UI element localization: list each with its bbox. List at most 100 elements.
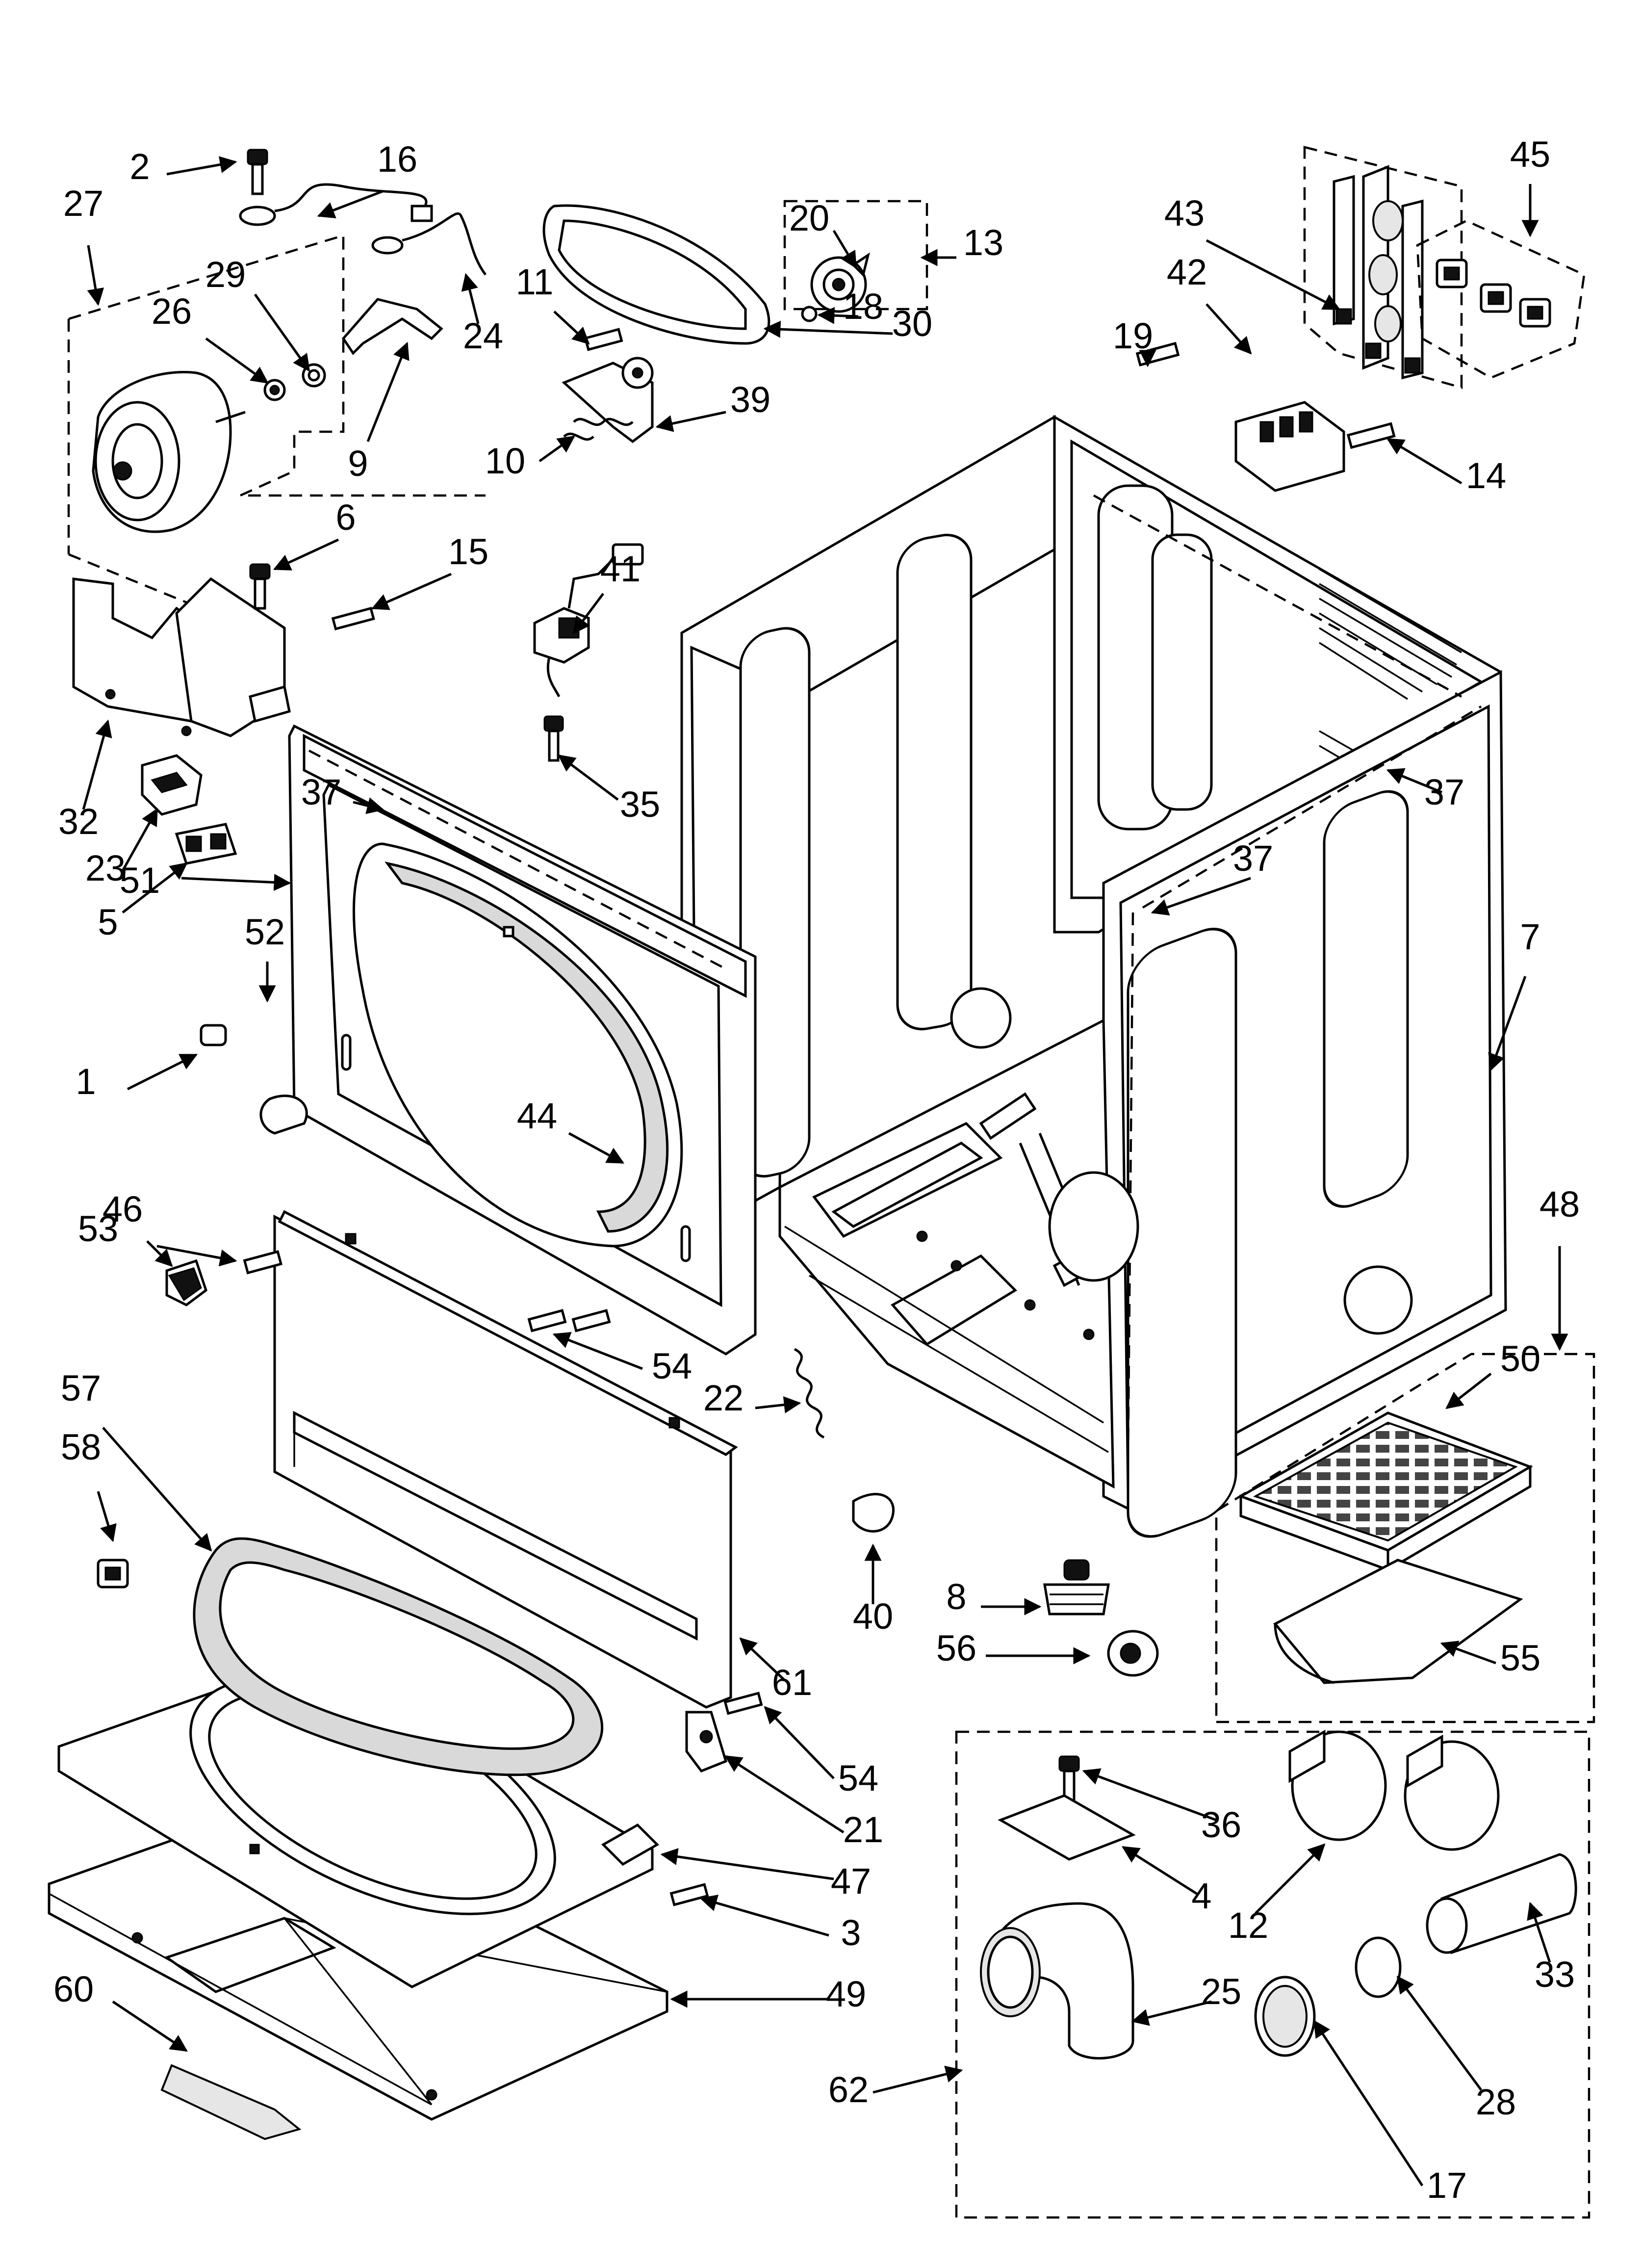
leader-arrow-15 [371, 573, 452, 610]
part-label-21: 21 [843, 1809, 883, 1850]
part-label-13: 13 [963, 222, 1003, 263]
part-label-19: 19 [1113, 315, 1153, 356]
leader-arrows [82, 156, 1568, 2187]
part-label-23: 23 [85, 848, 126, 888]
part-label-25: 25 [1201, 1971, 1241, 2012]
part-label-5: 5 [98, 902, 118, 942]
part-label-4: 4 [1191, 1876, 1211, 1916]
leader-arrow-22 [755, 1396, 801, 1413]
leader-arrow-62 [872, 2065, 963, 2094]
leader-arrow-37 [1151, 877, 1251, 916]
part-label-53: 53 [78, 1208, 118, 1249]
part-label-58: 58 [61, 1427, 101, 1467]
part-label-37: 37 [1424, 772, 1464, 812]
lint-screen-assembly [1215, 1353, 1595, 1723]
leader-arrow-58 [97, 1491, 117, 1542]
leader-arrow-50 [1445, 1373, 1492, 1409]
terminal-block [1234, 401, 1345, 492]
leader-arrow-57 [102, 1427, 212, 1552]
leader-arrow-3 [699, 1894, 829, 1937]
motor-mount [72, 577, 291, 737]
leader-arrow-61 [739, 1637, 786, 1681]
part-label-57: 57 [61, 1368, 101, 1408]
part-label-55: 55 [1500, 1638, 1540, 1678]
leader-arrow-2 [166, 156, 237, 176]
part-label-43: 43 [1164, 193, 1205, 234]
leader-arrow-44 [568, 1132, 625, 1164]
belt-switch [141, 754, 203, 816]
part-label-60: 60 [53, 1969, 94, 2009]
leader-arrow-10 [539, 435, 575, 463]
leader-arrow-16 [317, 190, 383, 219]
exhaust-kit [955, 1729, 1591, 2219]
leader-arrow-5 [122, 862, 188, 913]
leader-arrow-20 [832, 230, 857, 269]
part-label-52: 52 [245, 912, 285, 952]
ground-wire [239, 183, 487, 276]
part-label-10: 10 [485, 441, 525, 481]
leader-arrow-27 [87, 245, 104, 306]
leader-arrow-35 [558, 754, 619, 801]
part-label-17: 17 [1427, 2165, 1467, 2206]
leader-arrow-30 [763, 320, 893, 338]
part-label-9: 9 [348, 443, 368, 484]
part-label-27: 27 [63, 183, 103, 224]
leader-arrow-25 [1131, 2000, 1212, 2026]
part-label-39: 39 [730, 379, 770, 420]
leader-arrow-37 [353, 797, 385, 814]
part-label-24: 24 [463, 315, 503, 356]
part-label-30: 30 [892, 303, 932, 344]
leader-arrow-9 [366, 341, 410, 442]
leader-arrow-37 [1386, 768, 1442, 794]
leader-arrow-36 [1082, 1768, 1217, 1822]
part-label-37: 37 [301, 772, 341, 812]
leader-arrow-12 [1255, 1843, 1326, 1914]
part-label-36: 36 [1201, 1804, 1241, 1845]
part-label-46: 46 [103, 1189, 143, 1229]
back-vents [1319, 568, 1462, 764]
part-label-42: 42 [1167, 252, 1207, 292]
part-label-28: 28 [1476, 2082, 1516, 2122]
part-label-33: 33 [1535, 1954, 1575, 1995]
part-label-11: 11 [516, 261, 554, 302]
part-label-54: 54 [838, 1758, 878, 1799]
cabinet [680, 415, 1507, 1538]
leader-arrow-28 [1396, 1976, 1483, 2091]
leader-arrow-47 [660, 1848, 834, 1880]
motor-assembly [67, 234, 486, 610]
leader-arrow-53 [156, 1245, 237, 1267]
part-label-8: 8 [946, 1576, 966, 1617]
part-label-54: 54 [652, 1346, 692, 1386]
top-panel [48, 1652, 668, 2121]
part-label-45: 45 [1510, 134, 1550, 175]
part-label-29: 29 [205, 254, 246, 295]
part-label-16: 16 [377, 139, 417, 180]
part-label-62: 62 [828, 2069, 869, 2110]
door-seal [193, 1537, 604, 1776]
part-label-14: 14 [1466, 455, 1506, 496]
part-label-48: 48 [1539, 1184, 1580, 1225]
door-switch [175, 823, 237, 865]
leader-arrow-7 [1488, 976, 1527, 1071]
leader-arrow-21 [724, 1755, 845, 1834]
leader-arrow-32 [82, 719, 112, 810]
leader-arrow-26 [205, 337, 269, 384]
part-label-44: 44 [517, 1095, 557, 1136]
leader-arrow-46 [146, 1240, 173, 1267]
idler-pulley-kit [783, 200, 928, 322]
part-label-1: 1 [76, 1061, 96, 1102]
leader-arrow-14 [1386, 438, 1462, 485]
leader-arrow-4 [1122, 1846, 1198, 1895]
leader-arrow-6 [273, 538, 339, 571]
leader-arrow-17 [1313, 2020, 1424, 2187]
leader-arrow-54 [552, 1332, 643, 1370]
part-label-12: 12 [1228, 1905, 1268, 1946]
leader-arrow-11 [553, 311, 590, 345]
part-label-6: 6 [335, 497, 356, 538]
part-label-20: 20 [789, 198, 829, 238]
idler-pulley-bracket [562, 357, 654, 443]
toe-panel [273, 1210, 738, 1709]
leader-arrow-41 [572, 593, 604, 634]
